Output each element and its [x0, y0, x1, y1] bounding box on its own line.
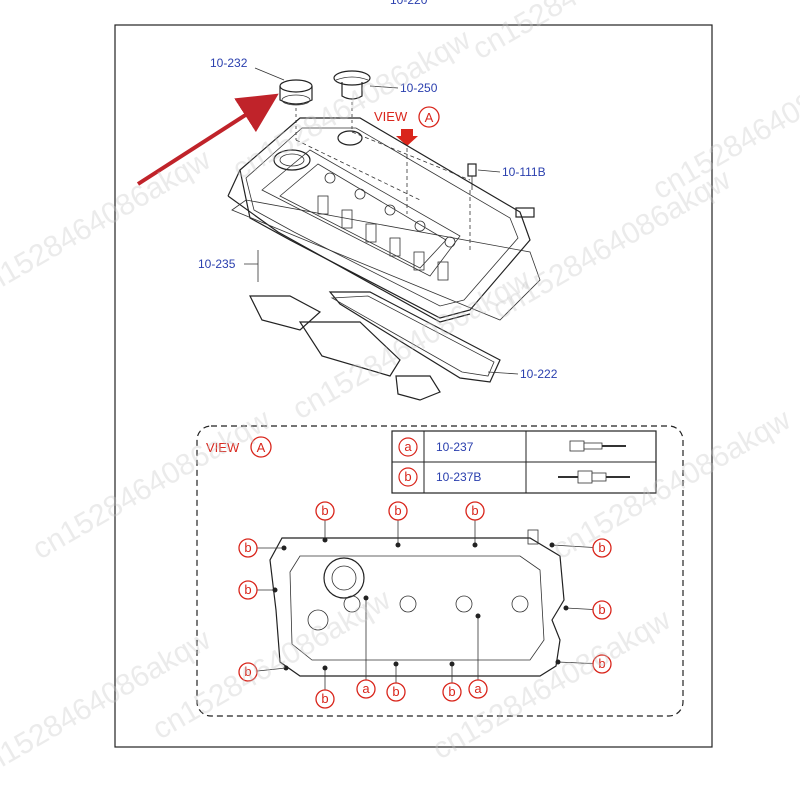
callout-circle: [592, 654, 612, 674]
watermark-text: cn1528464086akqw: [27, 403, 276, 566]
callout-circle: [442, 682, 462, 702]
bolt-point: [322, 665, 328, 671]
bolt-b-icon: [558, 470, 630, 484]
bolt-point: [393, 661, 399, 667]
callout-b-9: b: [315, 665, 335, 709]
spark-plug-tube-gasket-235: [249, 295, 441, 401]
oil-filler-cap-232: [279, 79, 313, 140]
bolt-point: [475, 613, 481, 619]
bolt-point: [322, 537, 328, 543]
view-a-detail-word: VIEW: [206, 440, 240, 455]
bolt-point: [472, 542, 478, 548]
callout-circle: [315, 689, 335, 709]
view-a-top-circle: [418, 106, 440, 128]
callout-letter: b: [448, 684, 455, 699]
legend-row-2-letter: b: [404, 469, 411, 484]
callout-letter: b: [321, 503, 328, 518]
callout-circle: [238, 662, 258, 682]
callout-b-11: b: [386, 661, 406, 702]
callout-circle: [592, 538, 612, 558]
bolt-callouts: b b b b b b b b b b a b b a: [238, 501, 612, 709]
bolt-point: [283, 665, 289, 671]
bolt-point: [281, 545, 287, 551]
callout-letter: b: [244, 582, 251, 597]
watermark-text: cn1528464086akqw: [427, 603, 676, 766]
legend-row-1-letter: a: [404, 439, 412, 454]
dashed-leaders: [295, 131, 471, 252]
callout-circle: [388, 501, 408, 521]
bolt-point: [272, 587, 278, 593]
highlight-arrow: [136, 93, 279, 186]
callout-b-0: b: [315, 501, 335, 543]
view-a-detail-box: [196, 425, 684, 717]
valve-cover-top-view: [269, 529, 565, 677]
watermark-text: cn1528464086akqw: [287, 263, 536, 426]
bolt-a-icon: [569, 440, 626, 452]
callout-letter: a: [362, 681, 370, 696]
callout-b-8: b: [555, 654, 612, 674]
bolt-111b: [467, 163, 477, 190]
label-10-111b: 10-111B: [502, 165, 546, 179]
bolt-point: [363, 595, 369, 601]
callout-b-6: b: [563, 600, 612, 620]
callout-circle: [592, 600, 612, 620]
outer-frame: [114, 24, 713, 748]
label-10-222: 10-222: [520, 367, 558, 381]
view-a-detail-circle: [250, 436, 272, 458]
callout-circle: [468, 679, 488, 699]
view-a-detail-letter: A: [257, 440, 266, 455]
view-a-top-word: VIEW: [374, 109, 408, 124]
leader-10-222: [487, 371, 519, 375]
callout-a-13: a: [468, 613, 488, 699]
callout-letter: b: [598, 602, 605, 617]
callout-circle: [465, 501, 485, 521]
label-10-250: 10-250: [400, 81, 438, 95]
top-part-number: 10-220: [390, 0, 428, 7]
watermark-text: cn1528464086akqw: [0, 143, 216, 306]
callout-b-7: b: [238, 662, 289, 682]
callout-b-3: b: [238, 538, 287, 558]
callout-letter: b: [471, 503, 478, 518]
legend-row-1-part: 10-237: [436, 440, 474, 454]
bolt-point: [449, 661, 455, 667]
bolt-point: [555, 659, 561, 665]
callout-b-1: b: [388, 501, 408, 548]
callout-letter: b: [321, 691, 328, 706]
callout-letter: b: [394, 503, 401, 518]
leader-10-232: [254, 67, 285, 81]
callout-letter: b: [244, 664, 251, 679]
callout-a-10: a: [356, 595, 376, 699]
callout-letter: b: [392, 684, 399, 699]
callout-letter: b: [244, 540, 251, 555]
label-10-235: 10-235: [198, 257, 236, 271]
callout-b-2: b: [465, 501, 485, 548]
bolt-point: [395, 542, 401, 548]
callout-circle: [356, 679, 376, 699]
watermark-text: cn1528464086akqw: [487, 163, 736, 326]
callout-letter: b: [598, 540, 605, 555]
callout-b-4: b: [549, 538, 612, 558]
view-direction-arrow: [396, 129, 418, 146]
callout-letter: b: [598, 656, 605, 671]
watermark-text: cn1528464086akqw: [467, 0, 716, 66]
callout-circle: [238, 538, 258, 558]
legend-table: a 10-237 b 10-237B: [391, 430, 657, 494]
bolt-point: [563, 605, 569, 611]
callout-b-5: b: [238, 580, 278, 600]
callout-circle: [238, 580, 258, 600]
callout-circle: [315, 501, 335, 521]
legend-row-2-part: 10-237B: [436, 470, 481, 484]
leader-10-250: [369, 85, 399, 89]
callout-letter: a: [474, 681, 482, 696]
label-10-232: 10-232: [210, 56, 248, 70]
head-cover-gasket-222: [231, 199, 541, 383]
leader-10-111b: [477, 169, 501, 173]
oil-filler-cap-250: [333, 70, 371, 132]
view-a-top-letter: A: [425, 110, 434, 125]
callout-circle: [386, 682, 406, 702]
callout-b-12: b: [442, 661, 462, 702]
leader-10-235: [244, 250, 259, 282]
bolt-point: [549, 542, 555, 548]
